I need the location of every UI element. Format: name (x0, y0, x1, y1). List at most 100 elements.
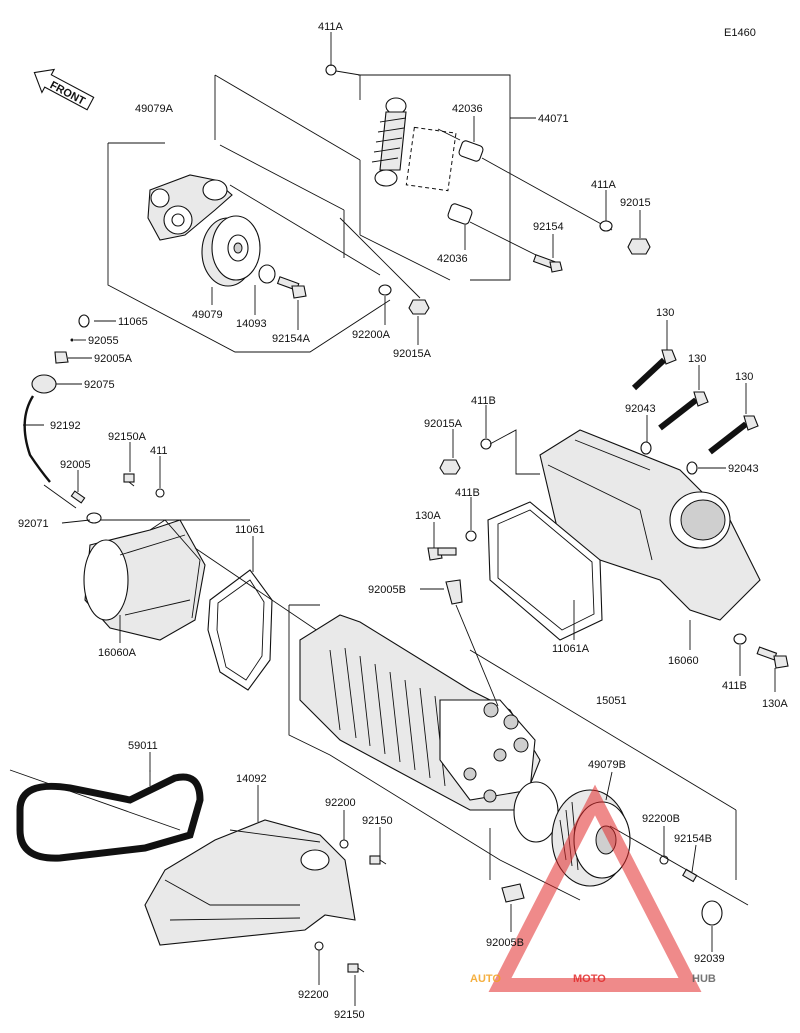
washer-411B-c (733, 633, 747, 645)
collar-42036-lower (447, 203, 473, 225)
intake-elbow-16060A (83, 519, 206, 641)
label-11061: 11061 (235, 524, 265, 536)
label-16060: 16060 (668, 655, 699, 667)
label-92005B-b: 92005B (486, 937, 524, 949)
clamp-92071 (86, 512, 102, 524)
label-411A-top: 411A (318, 21, 344, 33)
watermark-moto: MOTO (573, 973, 606, 985)
belt-cover (144, 819, 356, 946)
screw-92150-a (369, 855, 387, 865)
label-92150A: 92150A (108, 431, 147, 443)
cap-92075 (31, 374, 57, 394)
label-92200-b: 92200 (298, 989, 329, 1001)
fitting-92005 (70, 490, 86, 504)
washer-92200-b (314, 941, 324, 951)
label-11061A: 11061A (552, 643, 590, 655)
drive-belt (16, 773, 204, 862)
label-16060A: 16060A (98, 647, 137, 659)
outlet-duct-16060 (539, 429, 761, 621)
bolt-130-b (658, 391, 709, 431)
label-92192: 92192 (50, 420, 81, 432)
label-130-a: 130 (656, 307, 674, 319)
collar-42036-upper (458, 140, 484, 162)
washer-411B-b (465, 530, 477, 542)
screw-92150A (123, 473, 135, 487)
label-92015A-a: 92015A (393, 348, 432, 360)
label-42036-b: 42036 (437, 253, 468, 265)
idler-pulley (201, 215, 261, 287)
washer-92200-a (339, 839, 349, 849)
clip-92055 (70, 338, 74, 342)
label-92150-b: 92150 (334, 1009, 365, 1021)
tensioner-group-frame (107, 69, 536, 353)
label-92154B: 92154B (674, 833, 712, 845)
gasket-11061A (487, 501, 603, 641)
label-92071: 92071 (18, 518, 49, 530)
label-49079B: 49079B (588, 759, 626, 771)
washer-411 (155, 488, 165, 498)
washer-411A-right (599, 220, 613, 232)
label-11065: 11065 (118, 316, 148, 328)
label-42036-a: 42036 (452, 103, 483, 115)
label-15051: 15051 (596, 695, 627, 707)
gasket-11061 (207, 569, 273, 691)
tensioner-arm (147, 174, 233, 241)
label-49079: 49079 (192, 309, 223, 321)
leader-lines (23, 32, 776, 1006)
label-44071: 44071 (538, 113, 569, 125)
pin-92043-b (686, 461, 698, 475)
label-49079A: 49079A (135, 103, 174, 115)
watermark-hub: HUB (692, 973, 716, 985)
label-411A-right: 411A (591, 179, 617, 191)
label-92005B-a: 92005B (368, 584, 406, 596)
washer-14093 (258, 264, 276, 284)
nut-92015A-b (439, 459, 461, 475)
label-92200-a: 92200 (325, 797, 356, 809)
part-labels: 411A 42036 44071 49079A 411A 92015 92154… (18, 21, 788, 1021)
front-arrow: FRONT (33, 68, 95, 111)
label-411B-a: 411B (471, 395, 496, 407)
tensioner-damper (371, 97, 457, 192)
label-92200B: 92200B (642, 813, 680, 825)
label-130-c: 130 (735, 371, 753, 383)
bolt-130A-a (427, 547, 457, 561)
label-59011: 59011 (128, 740, 158, 752)
label-411B-c: 411B (722, 680, 747, 692)
bolt-92154A (276, 276, 307, 299)
label-411B-b: 411B (455, 487, 480, 499)
bolt-130-c (708, 415, 759, 455)
bolt-130-a (631, 349, 677, 391)
label-411: 411 (150, 445, 168, 457)
label-92005A: 92005A (94, 353, 133, 365)
label-14092: 14092 (236, 773, 267, 785)
hose-92192 (23, 395, 51, 483)
diagram-code: E1460 (724, 27, 756, 39)
washer-411B-a (480, 438, 492, 450)
label-92015: 92015 (620, 197, 651, 209)
bolt-130A-b (756, 646, 789, 669)
washer-92200A (378, 284, 392, 296)
label-92150-a: 92150 (362, 815, 393, 827)
cap-11065 (78, 314, 90, 328)
label-130A-b: 130A (762, 698, 788, 710)
label-92043-b: 92043 (728, 463, 759, 475)
label-130A-a: 130A (415, 510, 441, 522)
pin-92043-a (640, 441, 652, 455)
label-92055: 92055 (88, 335, 119, 347)
label-92015A-b: 92015A (424, 418, 463, 430)
label-92200A: 92200A (352, 329, 391, 341)
label-14093: 14093 (236, 318, 267, 330)
screw-92150-b (347, 963, 365, 973)
watermark: AUTO MOTO HUB (470, 784, 716, 992)
label-92075: 92075 (84, 379, 115, 391)
label-92005: 92005 (60, 459, 91, 471)
watermark-auto: AUTO (470, 973, 501, 985)
label-92154: 92154 (533, 221, 564, 233)
washer-411A-top (325, 64, 337, 76)
cap-92039 (701, 900, 723, 926)
fitting-92005B-b (501, 883, 525, 903)
fitting-92005A (54, 351, 69, 364)
label-130-b: 130 (688, 353, 706, 365)
label-92154A: 92154A (272, 333, 311, 345)
